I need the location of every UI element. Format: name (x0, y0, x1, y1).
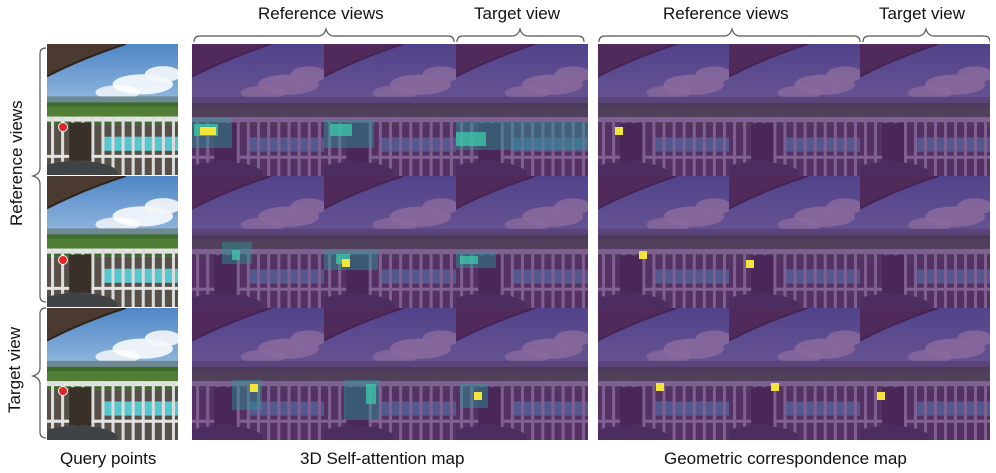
query-points-column (47, 44, 178, 440)
side-reference-brace (30, 47, 47, 303)
attention-peak (474, 392, 482, 400)
query-image-target (47, 308, 178, 440)
top-braces (193, 26, 990, 43)
attention-tile-r1-c3 (456, 44, 588, 176)
query-points-caption: Query points (60, 449, 157, 468)
side-target-brace (30, 307, 47, 439)
correspondence-point (746, 260, 754, 268)
geometric-tile-r3-c1 (598, 308, 729, 440)
geometric-tile-r1-c1 (598, 44, 729, 176)
geometric-tile-r2-c1 (598, 176, 729, 308)
attention-target-view-label: Target view (474, 4, 560, 23)
correspondence-point (615, 127, 623, 135)
geometric-correspondence-map-grid (598, 44, 990, 440)
side-braces (30, 47, 47, 439)
self-attention-map-grid (192, 44, 588, 440)
geometric-tile-r1-c2 (729, 44, 860, 176)
geometric-tile-r1-c3 (860, 44, 990, 176)
geometric-reference-brace (598, 26, 861, 43)
side-reference-views-label: Reference views (7, 100, 26, 226)
attention-peak (200, 127, 216, 135)
query-image-reference-1 (47, 44, 178, 175)
correspondence-point (877, 392, 885, 400)
query-point-marker (58, 255, 68, 265)
query-image-reference-2 (47, 176, 178, 307)
geometric-reference-views-label: Reference views (663, 4, 789, 23)
attention-tile-r1-c1 (192, 44, 324, 176)
correspondence-point (771, 383, 779, 391)
attention-tile-r1-c2 (324, 44, 456, 176)
correspondence-point (656, 383, 664, 391)
geometric-correspondence-caption: Geometric correspondence map (664, 449, 907, 468)
attention-peak (342, 259, 350, 267)
attention-reference-views-label: Reference views (258, 4, 384, 23)
attention-tile-r3-c3 (456, 308, 588, 440)
geometric-tile-r3-c3 (860, 308, 990, 440)
geometric-tile-r3-c2 (729, 308, 860, 440)
geometric-tile-r2-c2 (729, 176, 860, 308)
attention-tile-r2-c1 (192, 176, 324, 308)
attention-tile-r3-c2 (324, 308, 456, 440)
attention-reference-brace (193, 26, 455, 43)
attention-tile-r2-c2 (324, 176, 456, 308)
attention-peak (250, 384, 258, 392)
attention-tile-r2-c3 (456, 176, 588, 308)
query-point-marker (58, 122, 68, 132)
geometric-tile-r2-c3 (860, 176, 990, 308)
query-point-marker (58, 386, 68, 396)
attention-tile-r3-c1 (192, 308, 324, 440)
correspondence-point (639, 251, 647, 259)
geometric-target-brace (862, 26, 990, 43)
attention-target-brace (456, 26, 585, 43)
side-target-view-label: Target view (5, 327, 24, 413)
geometric-target-view-label: Target view (879, 4, 965, 23)
self-attention-caption: 3D Self-attention map (300, 449, 465, 468)
